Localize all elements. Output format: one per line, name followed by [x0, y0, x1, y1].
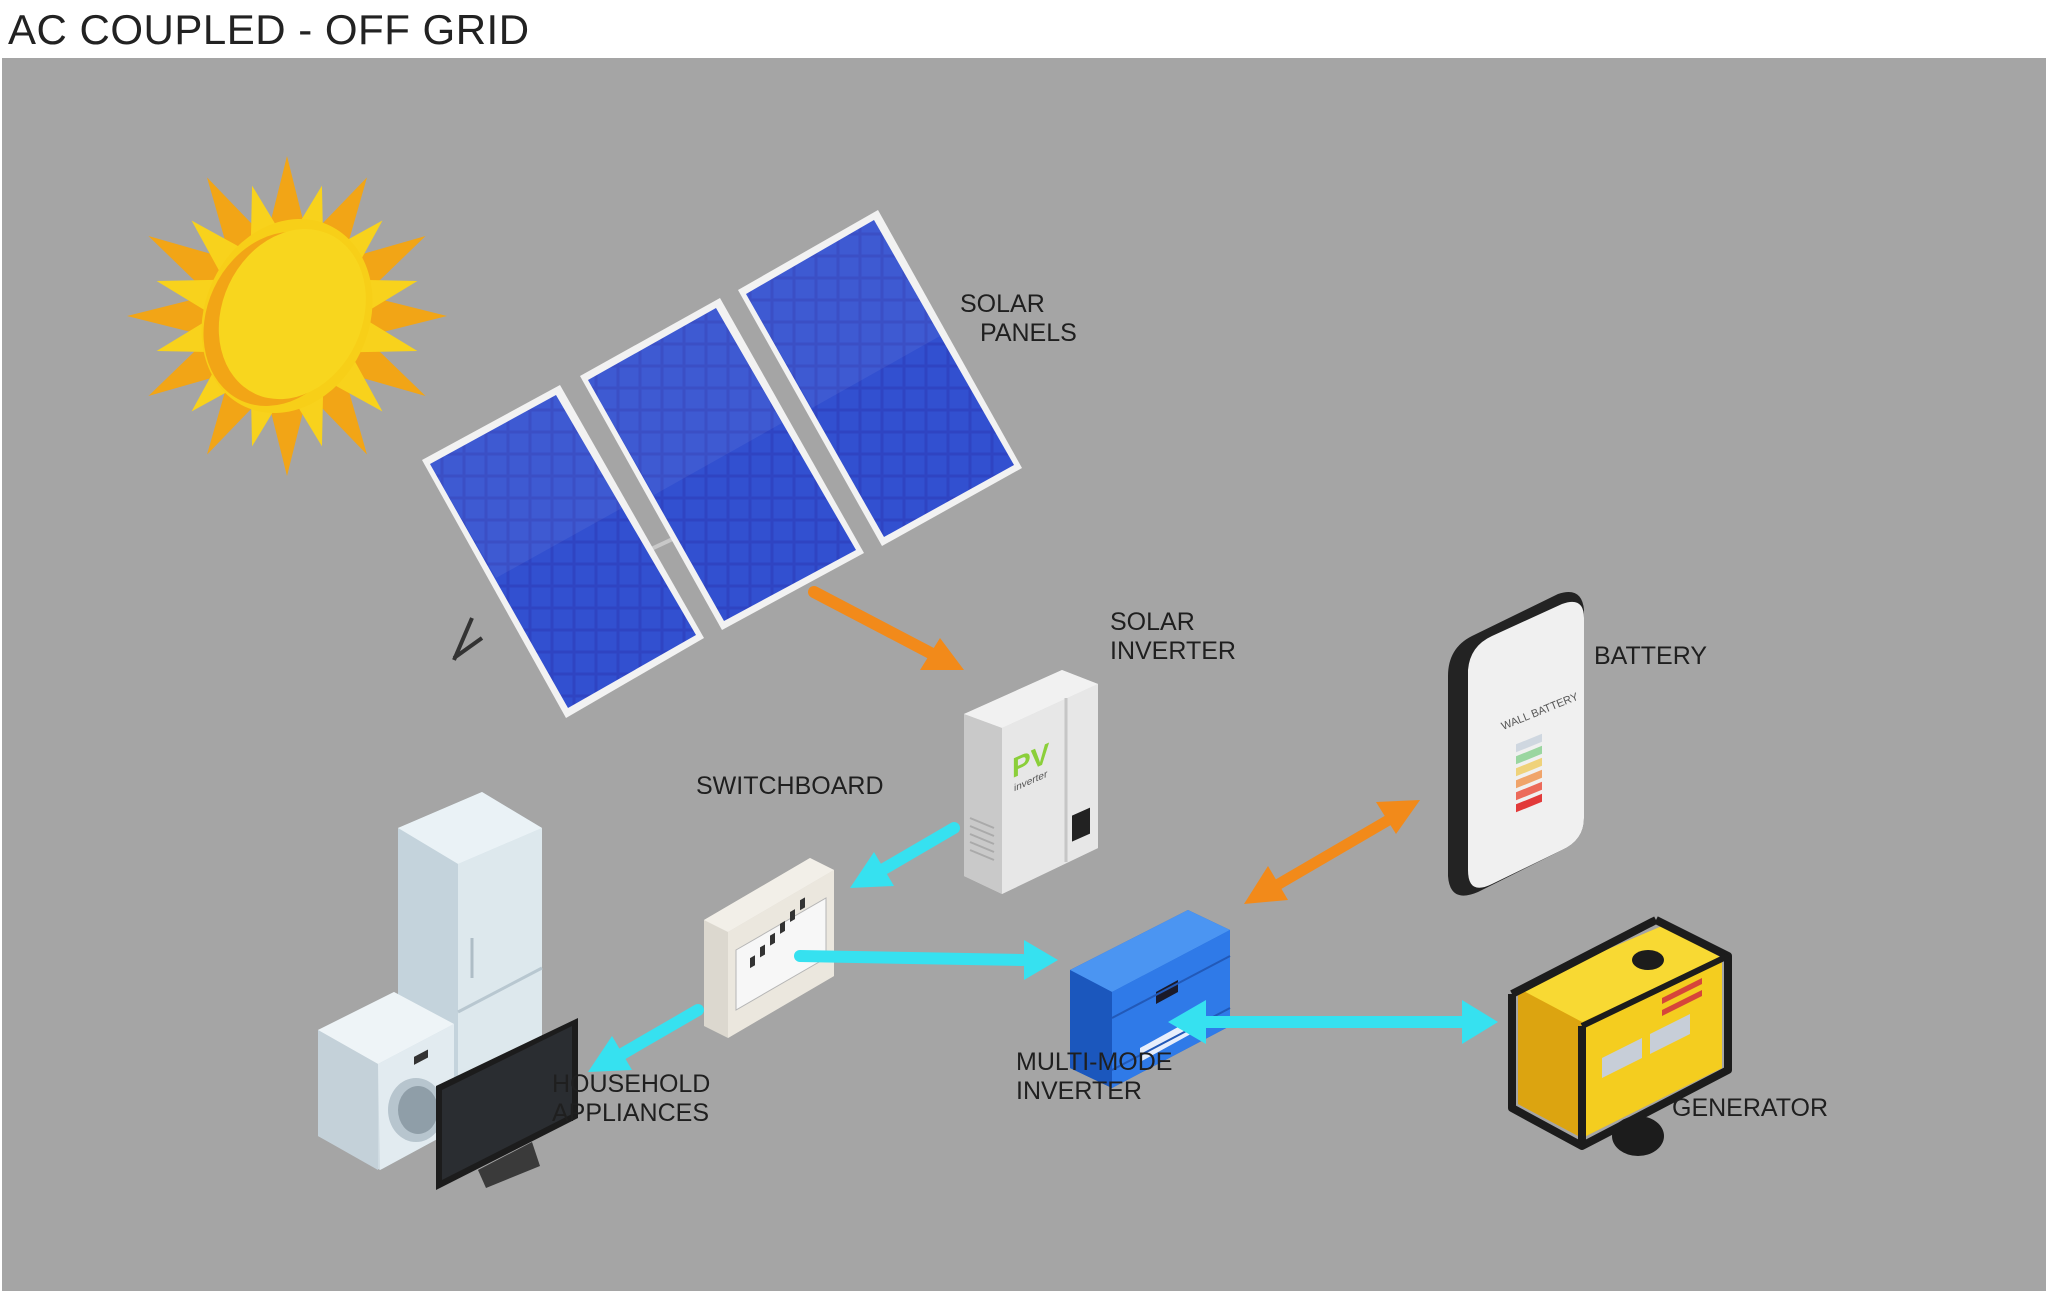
multi-mode-inverter-icon	[1070, 910, 1231, 1088]
diagram-canvas: PV inverter WALL BATTERY	[2, 58, 2046, 1291]
diagram-svg: PV inverter WALL BATTERY	[127, 156, 1732, 1190]
generator-icon	[1508, 916, 1732, 1156]
household-appliances-icon	[318, 792, 578, 1190]
label-battery: BATTERY	[1594, 642, 1707, 670]
ac-arrow-switchboard-to-multimode	[794, 940, 1058, 980]
switchboard-icon	[704, 858, 834, 1038]
label-switchboard: SWITCHBOARD	[696, 772, 884, 800]
solar-panels-icon	[422, 210, 1022, 718]
solar-inverter-icon: PV inverter	[964, 670, 1098, 894]
label-generator: GENERATOR	[1672, 1094, 1829, 1122]
dc-arrow-battery-multimode	[1244, 800, 1420, 904]
label-household-appliances: HOUSEHOLD APPLIANCES	[552, 1070, 711, 1127]
battery-icon: WALL BATTERY	[1448, 592, 1584, 896]
ac-arrow-switchboard-to-household	[588, 1004, 704, 1072]
label-solar-panels: SOLAR PANELS	[960, 290, 1077, 347]
dc-arrow-panels-to-inverter	[808, 586, 964, 670]
ac-arrow-inverter-to-switchboard	[850, 822, 960, 888]
sun-icon	[127, 156, 447, 476]
label-multi-mode-inverter: MULTI-MODE INVERTER	[1016, 1048, 1173, 1105]
label-solar-inverter: SOLAR INVERTER	[1110, 608, 1236, 665]
ac-arrow-multimode-generator	[1168, 1000, 1498, 1044]
page-title: AC COUPLED - OFF GRID	[8, 6, 530, 53]
